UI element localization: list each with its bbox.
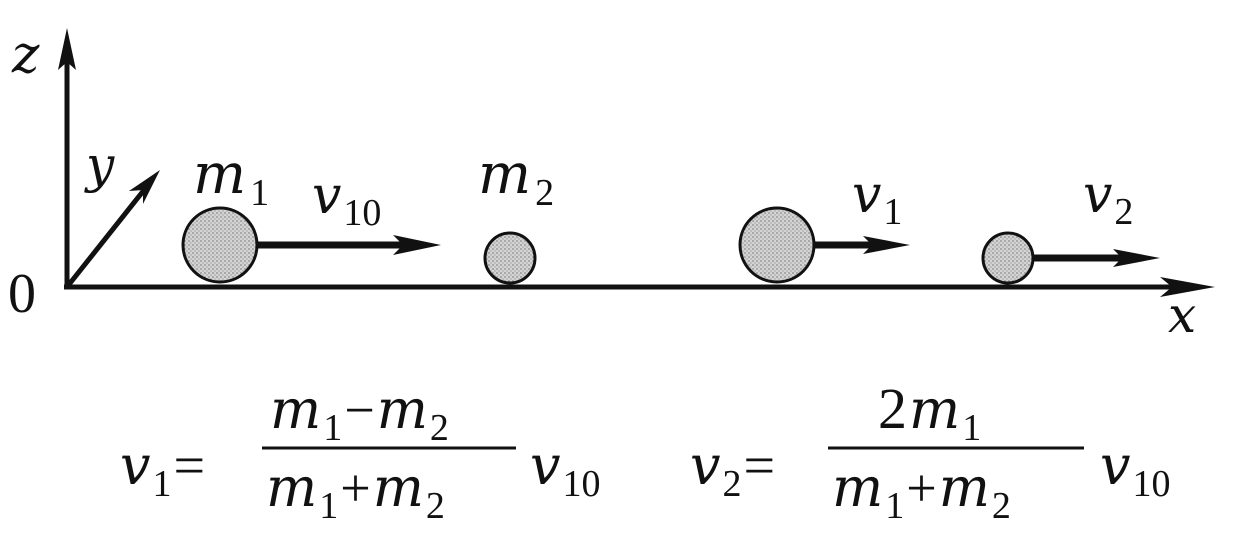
formula-v2-denominator: m1+m2 — [832, 456, 1011, 527]
label-v2: v2 — [1083, 165, 1133, 233]
formula-v2-rhs: v10 — [1100, 434, 1171, 505]
ball-m1-before — [181, 206, 259, 284]
formula-v2: v2= 2m1 m1+m2 v10 — [690, 376, 1171, 527]
m2-base: m — [478, 142, 531, 207]
velocity-v2-arrowhead — [1113, 249, 1160, 267]
z-axis-arrowhead — [58, 28, 76, 70]
formula-v2-numerator: 2m1 — [878, 376, 981, 449]
label-v10: v10 — [312, 166, 381, 234]
formula-v1-numerator: m1−m2 — [270, 378, 449, 449]
z-axis-label: z — [11, 25, 40, 85]
label-v1: v1 — [852, 165, 902, 233]
formula-v1-rhs: v10 — [530, 434, 601, 505]
origin-label: 0 — [8, 263, 36, 325]
ball-m2-after — [981, 231, 1035, 285]
v1-base: v — [852, 165, 881, 225]
m1-base: m — [193, 142, 246, 207]
v10-base: v — [312, 166, 341, 226]
v1-sub: 1 — [883, 191, 902, 233]
after-collision: v1 v2 — [738, 165, 1160, 285]
v2-sub: 2 — [1114, 191, 1133, 233]
formula-v1-lhs: v1= — [120, 434, 205, 505]
m2-sub: 2 — [535, 172, 554, 214]
velocity-v1-arrowhead — [863, 236, 910, 254]
velocity-v10-arrowhead — [393, 235, 441, 255]
coordinate-axes — [58, 28, 1215, 297]
ball-m2-before — [483, 231, 537, 285]
y-axis — [65, 183, 150, 289]
x-axis-label: x — [1168, 286, 1196, 344]
y-axis-label: y — [84, 136, 115, 194]
v10-sub: 10 — [343, 192, 381, 234]
x-axis-arrowhead — [1160, 277, 1215, 297]
ball-m1-after — [738, 206, 816, 284]
formula-v1-denominator: m1+m2 — [266, 456, 445, 527]
m1-sub: 1 — [250, 172, 269, 214]
y-axis-arrowhead — [129, 170, 160, 204]
formula-v2-lhs: v2= — [690, 434, 775, 505]
formula-v1: v1= m1−m2 m1+m2 v10 — [120, 378, 601, 527]
v2-base: v — [1083, 165, 1112, 225]
